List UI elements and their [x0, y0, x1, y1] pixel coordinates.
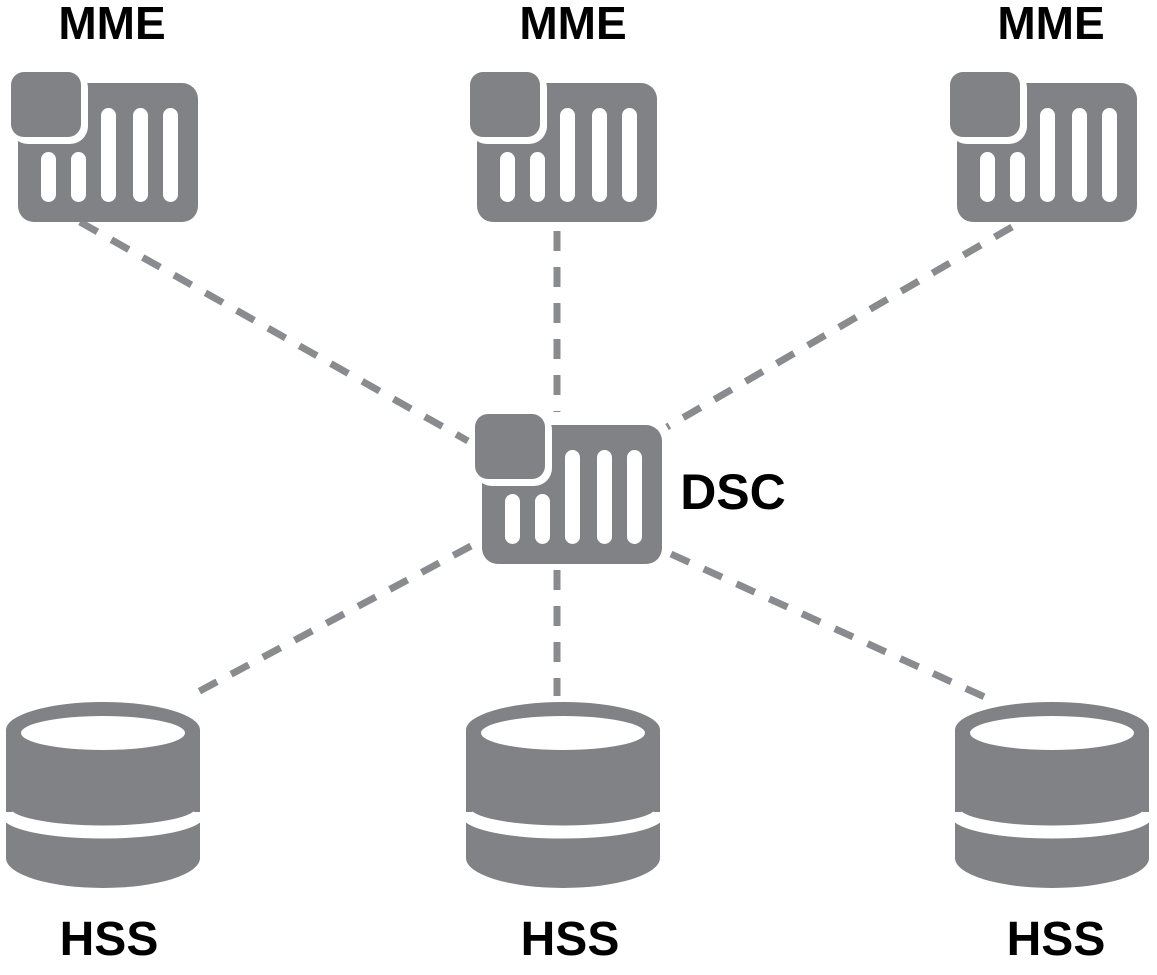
hss2-label: HSS	[520, 913, 620, 966]
dsc-server-icon	[474, 412, 662, 564]
hss1-label: HSS	[59, 913, 159, 966]
hss3-database-icon	[955, 702, 1149, 888]
edge-dsc-hss3	[669, 550, 991, 703]
mme1-server-icon	[10, 70, 198, 222]
edge-mme3-dsc	[665, 223, 1014, 431]
hss2-database-icon	[466, 702, 660, 888]
mme2-server-icon	[469, 70, 657, 222]
mme3-label: MME	[997, 0, 1105, 49]
hss1-database-icon	[6, 702, 200, 888]
mme1-label: MME	[58, 0, 166, 49]
mme3-server-icon	[949, 70, 1137, 222]
hss3-label: HSS	[1006, 913, 1106, 966]
mme2-label: MME	[519, 0, 627, 49]
edge-mme1-dsc	[78, 218, 470, 445]
dsc-label: DSC	[680, 464, 786, 520]
edge-dsc-hss1	[194, 542, 473, 697]
